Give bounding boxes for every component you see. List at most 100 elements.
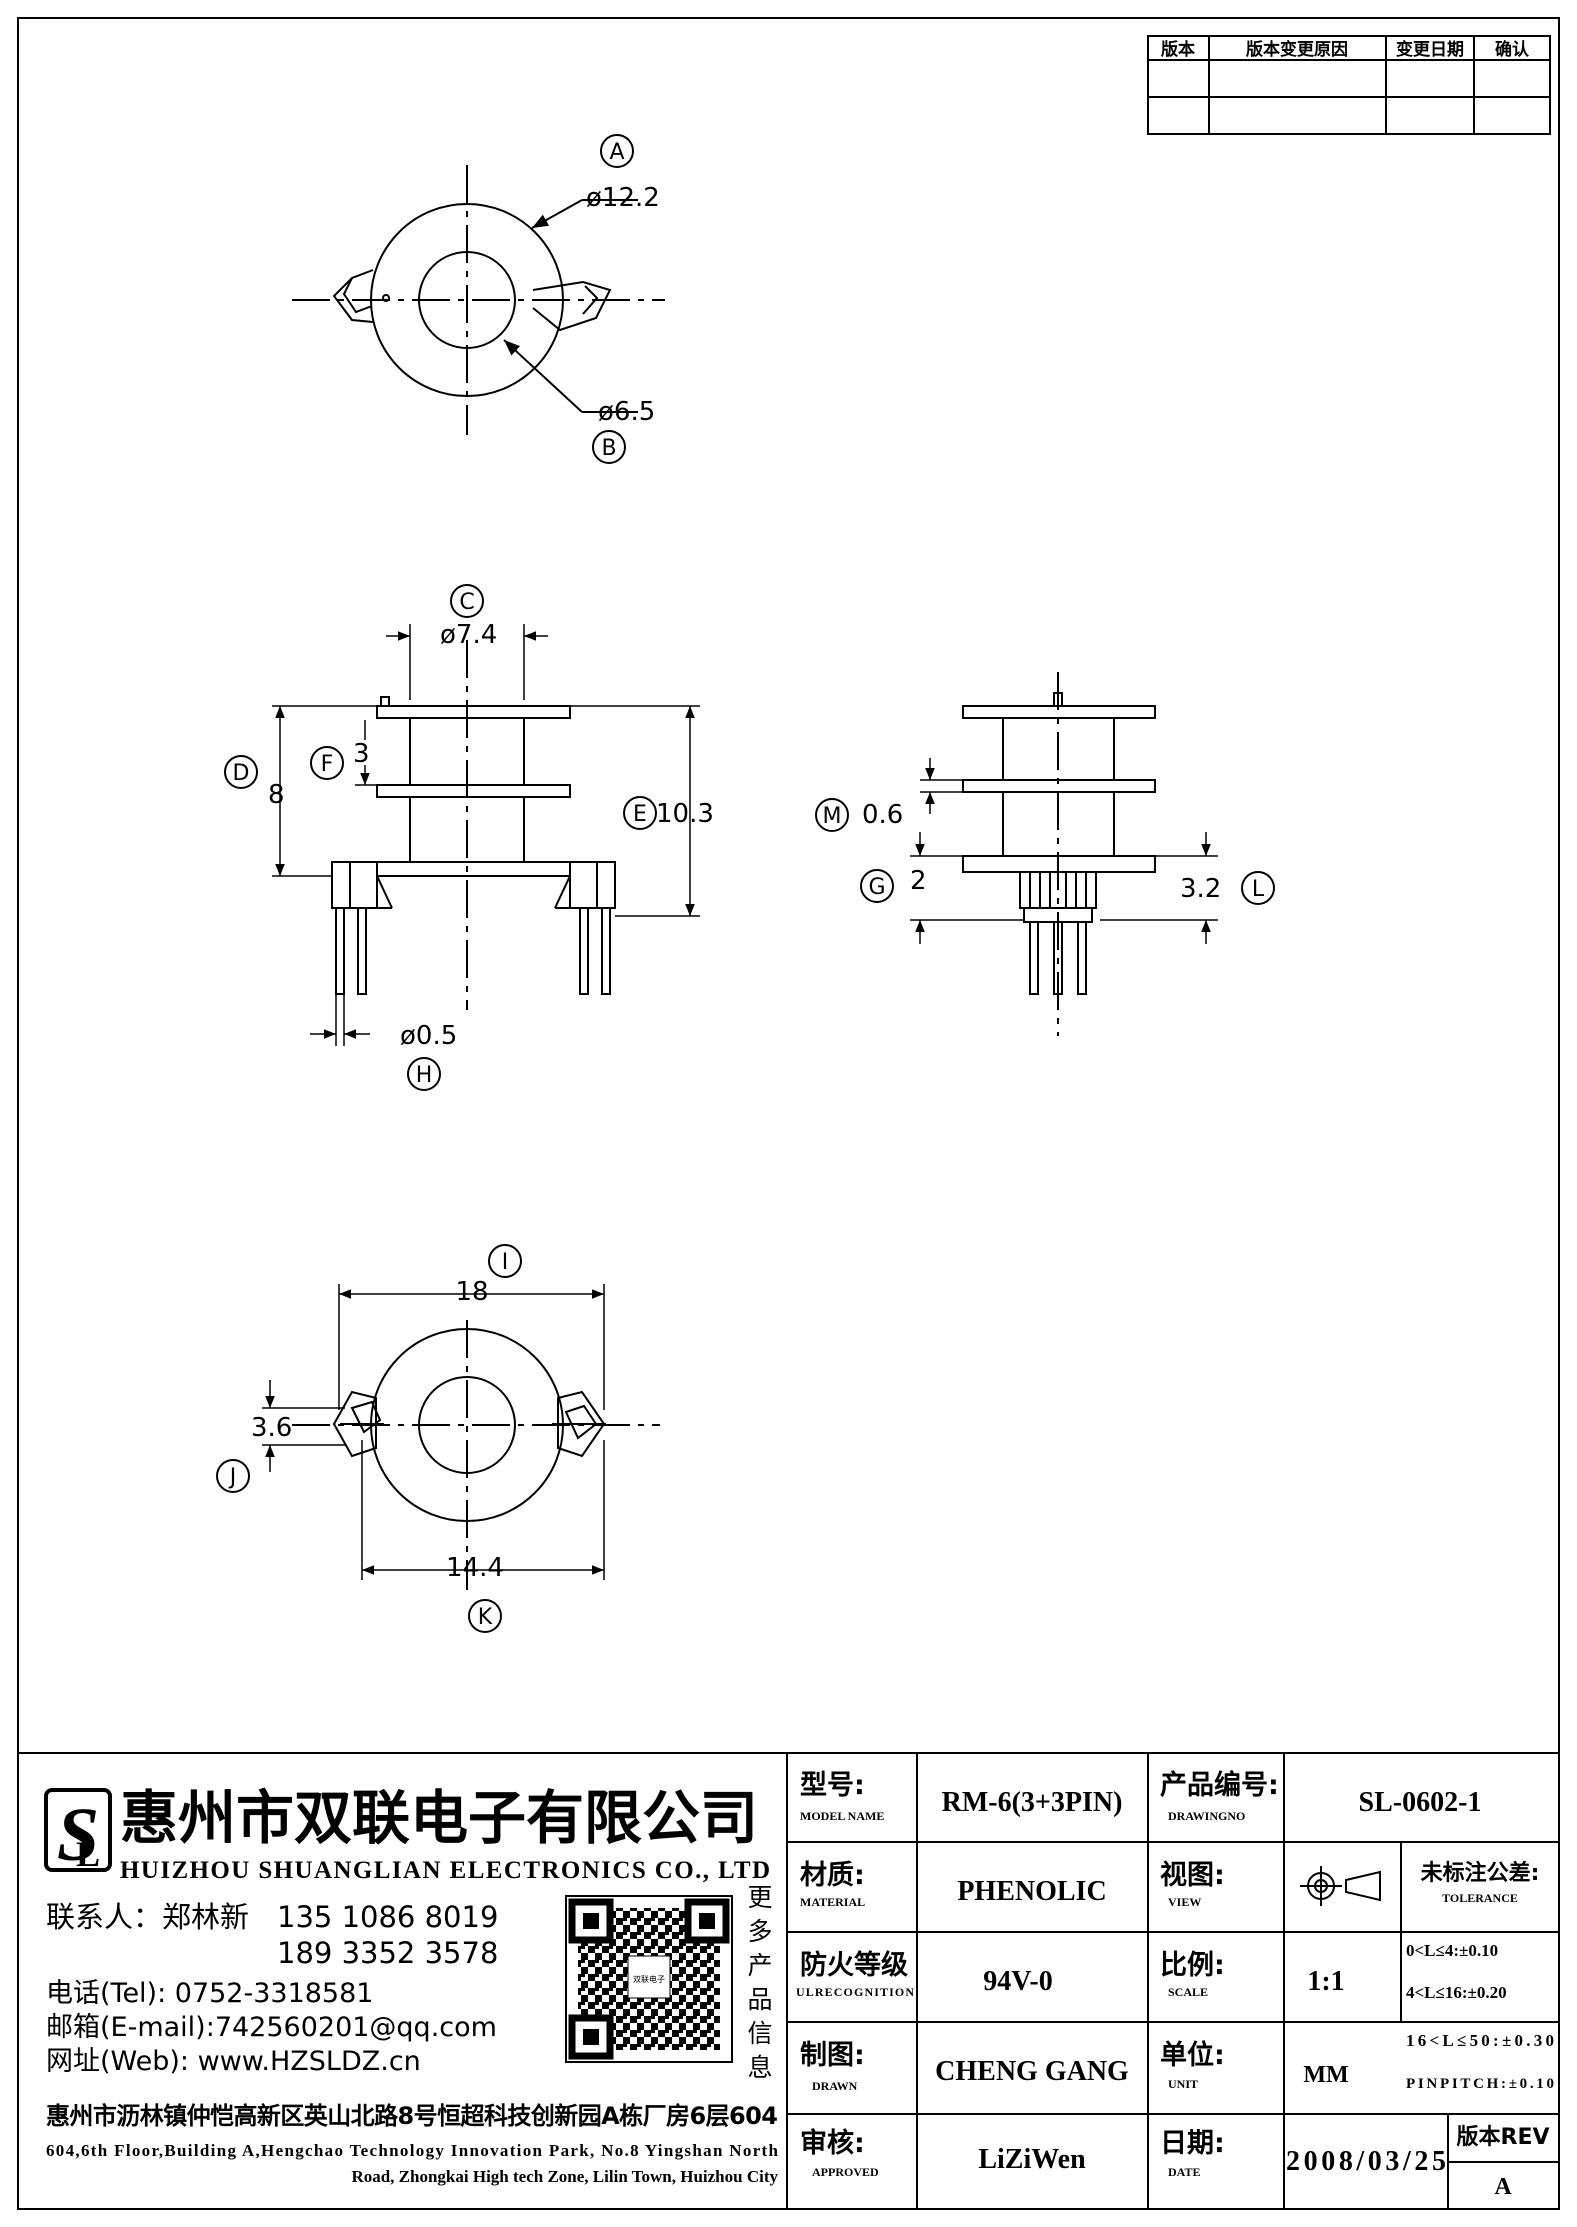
label-d: D [233,761,250,786]
company-logo: S L [44,1788,112,1877]
label-j: J [228,1465,237,1490]
drawingno-label: 产品编号: [1160,1769,1279,1801]
contact-phone-2: 189 3352 3578 [277,1936,498,1970]
label-k: K [478,1605,493,1630]
svg-text:多: 多 [747,1917,772,1946]
dim-h: ø0.5 [400,1021,457,1051]
view-label-en: VIEW [1168,1895,1201,1909]
fire-value: 94V-0 [983,1966,1052,1997]
fire-label: 防火等级 [800,1949,908,1981]
dim-e: 10.3 [656,799,714,829]
model-label: 型号: [800,1770,865,1801]
approved-label-en: APPROVED [812,2165,879,2179]
more-products: 更 多 产 品 信 息 [747,1883,772,2082]
dim-c: ø7.4 [440,620,497,650]
address-en-2: Road, Zhongkai High tech Zone, Lilin Tow… [351,2167,778,2186]
dim-f: 3 [353,739,370,769]
contact-tel: 电话(Tel): 0752-3318581 [46,1978,373,2009]
top-view [292,165,665,435]
material-label-en: MATERIAL [800,1895,865,1909]
drawingno-value: SL-0602-1 [1359,1787,1482,1818]
tolerance-1: 0<L≤4:±0.10 [1406,1941,1498,1960]
scale-value: 1:1 [1307,1966,1344,1997]
dim-k: 14.4 [446,1553,504,1583]
drawingno-label-en: DRAWINGNO [1168,1809,1245,1823]
label-i: I [502,1250,509,1275]
drawn-value: CHENG GANG [935,2056,1129,2087]
unit-label: 单位: [1160,2039,1225,2071]
drawn-label-en: DRAWN [812,2079,858,2093]
revision-table [1147,35,1551,135]
label-b: B [601,436,616,461]
dim-i: 18 [455,1277,488,1307]
bottom-view [292,1320,660,1590]
tolerance-3: 16<L≤50:±0.30 [1406,2031,1554,2050]
tolerance-label: 未标注公差: [1421,1860,1540,1886]
company-name-cn: 惠州市双联电子有限公司 [120,1784,758,1852]
svg-text:更: 更 [747,1883,772,1912]
svg-text:产: 产 [747,1951,772,1980]
tolerance-4: PINPITCH:±0.10 [1406,2076,1554,2092]
bottom-view-dims [262,1284,605,1580]
date-label-en: DATE [1168,2165,1200,2179]
label-e: E [633,802,647,827]
dim-m: 0.6 [862,800,903,830]
material-value: PHENOLIC [957,1876,1106,1907]
drawn-label: 制图: [800,2040,865,2071]
svg-text:S: S [57,1793,99,1877]
tolerance-label-en: TOLERANCE [1442,1891,1518,1905]
qr-code: 双联电子 [565,1895,733,2063]
company-name-en: HUIZHOU SHUANGLIAN ELECTRONICS CO., LTD [120,1857,770,1884]
drawing-border [17,17,1560,2210]
dim-d: 8 [268,780,285,810]
rev-label: 版本REV [1457,2125,1550,2150]
contact-web: 网址(Web): www.HZSLDZ.cn [46,2046,421,2077]
dim-b: ø6.5 [598,397,655,427]
scale-label-en: SCALE [1168,1985,1208,1999]
svg-text:L: L [76,1834,100,1874]
label-c: C [459,590,474,615]
approved-value: LiZiWen [978,2144,1086,2175]
label-m: M [823,804,842,829]
title-block-frame [18,1752,1559,2209]
address-cn: 惠州市沥林镇仲恺高新区英山北路8号恒超科技创新园A栋厂房6层604 [46,2102,778,2130]
model-label-en: MODEL NAME [800,1809,884,1823]
fire-label-en: ULRECOGNITION [796,1985,914,1999]
unit-value: MM [1303,2062,1348,2088]
front-view [331,640,616,1010]
contact-email: 邮箱(E-mail):742560201@qq.com [46,2012,497,2043]
rev-header-confirm: 确认 [1495,39,1530,60]
rev-header-reason: 版本变更原因 [1246,39,1348,60]
svg-text:息: 息 [747,2053,772,2082]
contact-person: 联系人：郑林新 [46,1900,249,1934]
rev-header-version: 版本 [1161,39,1195,60]
label-g: G [868,875,885,900]
tolerance-2: 4<L≤16:±0.20 [1406,1983,1507,2002]
svg-text:品: 品 [747,1985,772,2014]
svg-text:信: 信 [747,2019,772,2048]
label-h: H [416,1063,433,1088]
contact-phone-1: 135 1086 8019 [277,1900,498,1934]
label-a: A [609,140,624,165]
rev-value: A [1494,2174,1512,2200]
label-l: L [1252,877,1265,902]
date-value: 2008/03/25 [1286,2146,1446,2177]
side-view [962,672,1156,1036]
approved-label: 审核: [800,2127,865,2159]
model-value: RM-6(3+3PIN) [942,1787,1123,1818]
label-f: F [321,752,334,777]
front-view-dims [272,624,700,1046]
dim-g: 2 [910,866,927,896]
projection-symbol-icon [1300,1866,1381,1906]
side-view-dims [910,758,1218,944]
rev-header-date: 变更日期 [1396,39,1464,60]
qr-caption: 双联电子 [633,1974,665,1984]
scale-label: 比例: [1160,1950,1225,1981]
dim-l: 3.2 [1180,874,1221,904]
dim-a: ø12.2 [586,183,660,213]
date-label: 日期: [1160,2128,1225,2159]
dim-j: 3.6 [251,1413,292,1443]
material-label: 材质: [800,1860,865,1891]
view-label: 视图: [1160,1860,1225,1891]
